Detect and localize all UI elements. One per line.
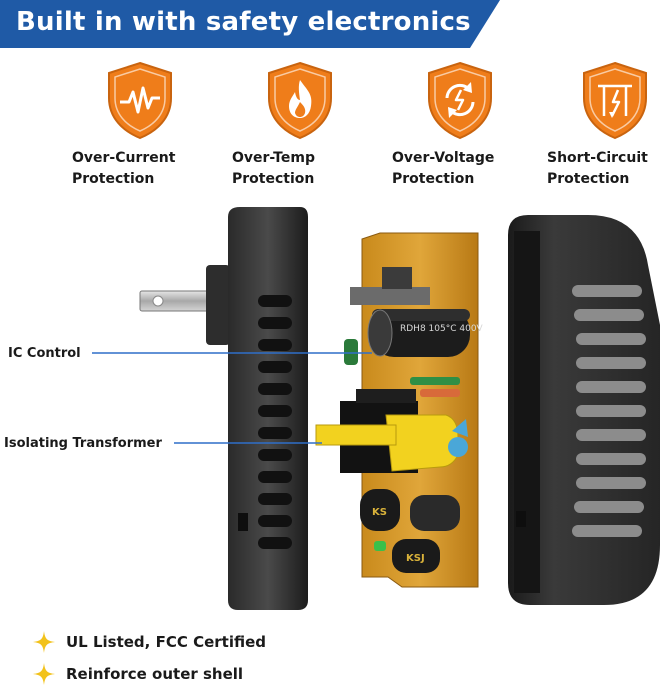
badge-label-line1: Over-Temp [232, 150, 315, 166]
sparkle-star-icon [33, 663, 55, 685]
sparkle-star-icon [33, 631, 55, 653]
badge-over-voltage: Over-Voltage Protection [380, 60, 540, 190]
badge-over-temp: Over-Temp Protection [220, 60, 380, 190]
feature-label: UL Listed, FCC Certified [66, 633, 266, 651]
left-shell-half [228, 207, 308, 610]
adapter-exploded-view: RDH8 105°C 400V KS KSJ [92, 207, 660, 610]
badge-label-line1: Over-Voltage [392, 150, 495, 166]
shield-current-icon [108, 61, 172, 140]
shield-circuit-icon [583, 61, 647, 140]
badge-label-line1: Over-Current [72, 150, 176, 166]
isolation-barrier [315, 424, 397, 446]
shield-refresh-icon [428, 61, 492, 140]
badge-label-line2: Protection [232, 171, 315, 187]
badge-label-line2: Protection [547, 171, 630, 187]
feature-label: Reinforce outer shell [66, 665, 244, 683]
capacitor-label: RDH8 105°C 400V [400, 324, 484, 334]
callout-isolating-transformer: Isolating Transformer [4, 436, 162, 451]
plug-prongs [139, 265, 230, 345]
feature-item-certified: UL Listed, FCC Certified [32, 630, 266, 654]
badge-label-line1: Short-Circuit [547, 150, 648, 166]
capacitor-ksj-label: KSJ [406, 553, 425, 564]
capacitor-ks-label: KS [372, 507, 387, 518]
callout-ic-control: IC Control [8, 346, 81, 361]
shield-flame-icon [268, 61, 332, 140]
header-banner [0, 0, 500, 48]
badge-short-circuit: Short-Circuit Protection [535, 60, 668, 190]
badge-label-line2: Protection [72, 171, 155, 187]
banner-title: Built in with safety electronics [16, 7, 471, 37]
badge-label-line2: Protection [392, 171, 475, 187]
circuit-board: RDH8 105°C 400V KS KSJ [340, 232, 484, 588]
badge-over-current: Over-Current Protection [60, 60, 220, 190]
right-shell-half [508, 215, 660, 605]
feature-item-shell: Reinforce outer shell [32, 662, 243, 686]
